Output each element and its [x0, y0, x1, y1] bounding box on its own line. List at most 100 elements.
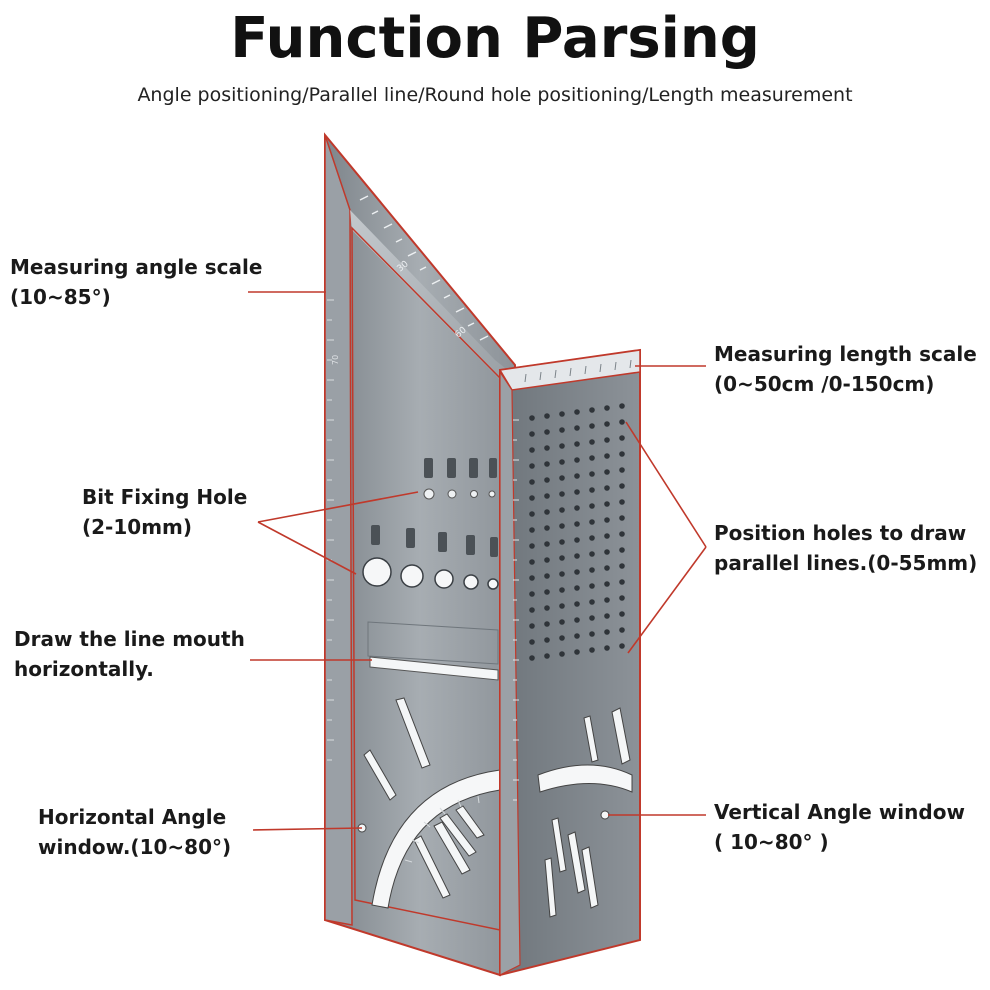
position-hole	[574, 441, 580, 447]
label-angle-scale-line2: (10~85°)	[10, 285, 111, 309]
position-hole	[589, 487, 595, 493]
position-hole	[559, 523, 565, 529]
position-hole	[544, 413, 550, 419]
label-length-scale: Measuring length scale (0~50cm /0-150cm)	[714, 339, 977, 399]
position-hole	[589, 551, 595, 557]
position-hole	[619, 419, 625, 425]
position-hole	[544, 637, 550, 643]
position-hole	[529, 431, 535, 437]
label-vertical-window: Vertical Angle window ( 10~80° )	[714, 797, 965, 857]
position-hole	[574, 553, 580, 559]
position-hole	[619, 627, 625, 633]
position-hole	[544, 493, 550, 499]
label-horizontal-window: Horizontal Angle window.(10~80°)	[38, 802, 231, 862]
position-hole	[604, 645, 610, 651]
position-hole	[619, 643, 625, 649]
left-guide-slots	[363, 697, 485, 899]
bit-holes-large	[362, 557, 499, 590]
length-scale-ticks	[524, 359, 632, 383]
position-hole	[604, 549, 610, 555]
position-hole	[574, 585, 580, 591]
position-hole	[589, 407, 595, 413]
position-hole	[574, 617, 580, 623]
position-hole	[589, 423, 595, 429]
position-hole	[529, 543, 535, 549]
position-hole	[559, 635, 565, 641]
position-hole	[604, 613, 610, 619]
position-hole	[574, 425, 580, 431]
position-hole	[589, 647, 595, 653]
position-hole	[619, 547, 625, 553]
position-hole	[589, 471, 595, 477]
position-hole	[604, 629, 610, 635]
position-hole	[619, 467, 625, 473]
position-hole	[529, 527, 535, 533]
position-hole	[574, 521, 580, 527]
vertical-angle-window	[537, 764, 633, 793]
position-hole	[619, 451, 625, 457]
position-hole	[589, 631, 595, 637]
bit-holes-small	[423, 488, 496, 500]
position-hole	[619, 611, 625, 617]
position-hole	[529, 655, 535, 661]
position-hole	[619, 435, 625, 441]
position-hole	[544, 621, 550, 627]
position-hole	[529, 607, 535, 613]
position-hole	[544, 445, 550, 451]
position-hole	[604, 581, 610, 587]
label-horizontal-window-line2: window.(10~80°)	[38, 835, 232, 859]
position-hole	[619, 515, 625, 521]
position-hole	[559, 555, 565, 561]
right-pivot-hole	[600, 810, 610, 820]
position-hole	[574, 569, 580, 575]
position-hole	[529, 463, 535, 469]
position-hole	[529, 639, 535, 645]
label-position-holes: Position holes to draw parallel lines.(0…	[714, 518, 977, 578]
position-hole	[589, 503, 595, 509]
position-hole	[589, 519, 595, 525]
position-hole	[604, 421, 610, 427]
position-hole	[544, 541, 550, 547]
position-hole	[604, 501, 610, 507]
position-hole	[604, 405, 610, 411]
position-hole	[619, 563, 625, 569]
label-bit-hole-line2: (2-10mm)	[82, 515, 193, 539]
label-bit-hole-line1: Bit Fixing Hole	[82, 485, 248, 509]
position-hole	[544, 573, 550, 579]
blade-edge	[324, 134, 353, 926]
position-hole	[604, 565, 610, 571]
position-hole	[544, 477, 550, 483]
position-hole	[529, 591, 535, 597]
position-hole	[559, 411, 565, 417]
position-hole	[544, 461, 550, 467]
position-hole	[604, 485, 610, 491]
position-hole	[544, 557, 550, 563]
label-line-mouth-line1: Draw the line mouth	[14, 627, 245, 651]
line-mouth-slot	[369, 656, 499, 681]
position-hole	[559, 539, 565, 545]
position-hole	[589, 439, 595, 445]
label-angle-scale-line1: Measuring angle scale	[10, 255, 263, 279]
label-length-scale-line2: (0~50cm /0-150cm)	[714, 372, 935, 396]
position-holes-grid	[529, 403, 625, 661]
position-hole	[589, 455, 595, 461]
label-bit-hole: Bit Fixing Hole (2-10mm)	[82, 482, 247, 542]
label-vertical-window-line1: Vertical Angle window	[714, 800, 965, 824]
position-hole	[619, 579, 625, 585]
position-hole	[544, 525, 550, 531]
page-subtitle: Angle positioning/Parallel line/Round ho…	[137, 84, 853, 106]
position-hole	[559, 443, 565, 449]
position-hole	[589, 567, 595, 573]
label-line-mouth: Draw the line mouth horizontally.	[14, 624, 245, 684]
bit-slots-row2	[371, 525, 498, 557]
position-hole	[589, 535, 595, 541]
position-hole	[604, 597, 610, 603]
bit-slots-row1	[424, 458, 497, 478]
position-hole	[604, 469, 610, 475]
position-hole	[529, 479, 535, 485]
position-hole	[559, 475, 565, 481]
position-hole	[529, 575, 535, 581]
position-hole	[574, 649, 580, 655]
label-vertical-window-line2: ( 10~80° )	[714, 830, 829, 854]
position-hole	[544, 605, 550, 611]
